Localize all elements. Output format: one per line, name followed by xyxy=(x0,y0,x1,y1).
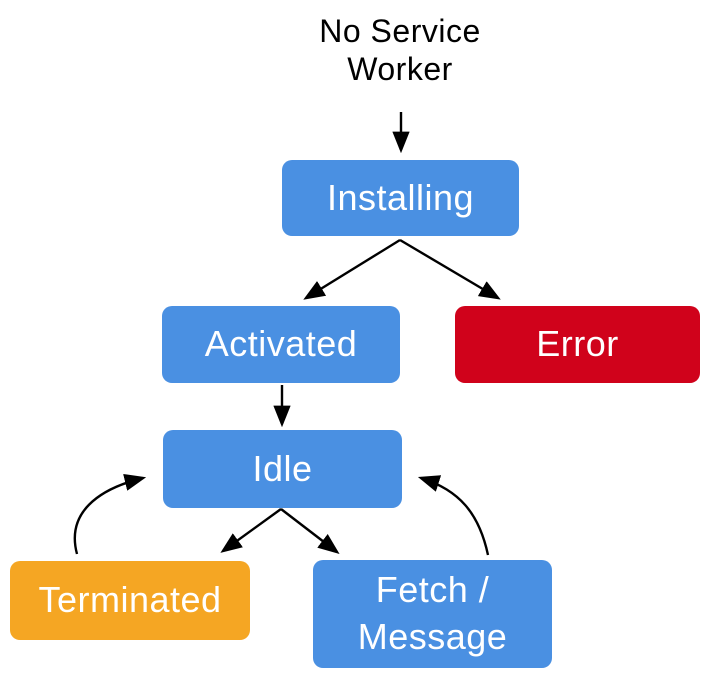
edge-idle-to-fetch-message xyxy=(280,508,340,554)
edge-installing-to-error xyxy=(399,238,501,300)
node-idle: Idle xyxy=(163,430,402,508)
edge-idle-to-terminated xyxy=(220,508,282,553)
diagram-title: No Service Worker xyxy=(319,13,481,87)
node-activated: Activated xyxy=(162,306,400,383)
node-fetch-message: Fetch / Message xyxy=(313,560,552,668)
edge-fetch-message-to-idle xyxy=(417,475,490,556)
node-terminated: Terminated xyxy=(10,561,250,640)
node-installing: Installing xyxy=(282,160,519,236)
edge-installing-to-activated xyxy=(303,238,401,300)
node-error: Error xyxy=(455,306,700,383)
edge-terminated-to-idle xyxy=(73,473,147,555)
